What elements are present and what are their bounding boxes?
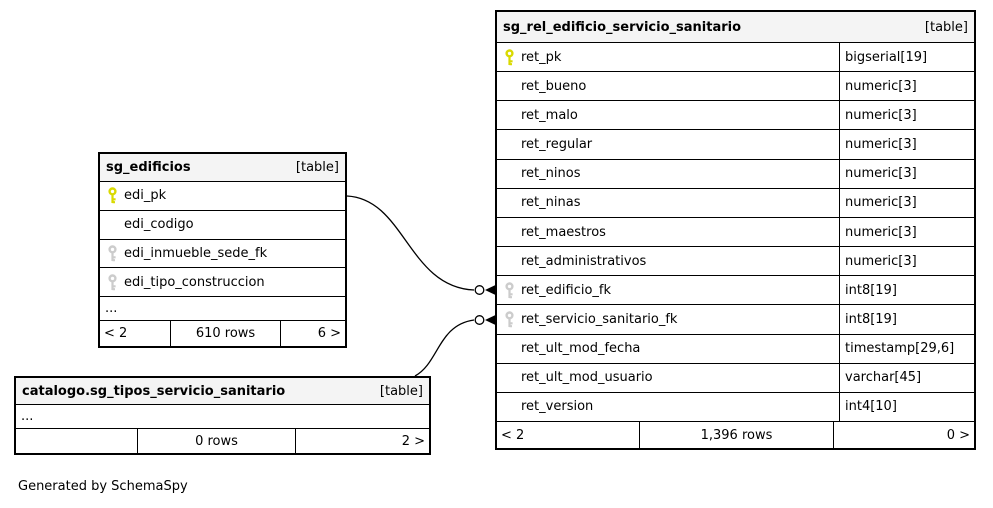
column-name: ret_edificio_fk bbox=[521, 282, 612, 298]
parent-count: < 2 bbox=[104, 326, 128, 341]
child-count: 2 > bbox=[295, 429, 429, 453]
column-row-ret_ninas: ret_ninas numeric[3] bbox=[497, 187, 974, 217]
column-type: numeric[3] bbox=[839, 72, 974, 101]
column-row-ret_version: ret_version int4[10] bbox=[497, 391, 974, 422]
column-row-ret_malo: ret_malo numeric[3] bbox=[497, 100, 974, 130]
zero-or-one-circle bbox=[474, 315, 485, 325]
table-header: sg_rel_edificio_servicio_sanitario [tabl… bbox=[497, 12, 974, 42]
column-row-ret_administrativos: ret_administrativos numeric[3] bbox=[497, 246, 974, 276]
column-type: numeric[3] bbox=[839, 159, 974, 188]
table-header: sg_edificios [table] bbox=[100, 154, 345, 181]
table-header: catalogo.sg_tipos_servicio_sanitario [ta… bbox=[16, 378, 429, 404]
column-name: ret_regular bbox=[521, 137, 593, 153]
column-type: timestamp[29,6] bbox=[839, 334, 974, 363]
column-row-ret_maestros: ret_maestros numeric[3] bbox=[497, 216, 974, 247]
table-footer: < 2 1,396 rows 0 > bbox=[497, 421, 974, 448]
arrowhead bbox=[485, 285, 495, 295]
column-name: ret_administrativos bbox=[521, 253, 647, 269]
column-name: ret_bueno bbox=[521, 78, 587, 94]
column-row-ret_bueno: ret_bueno numeric[3] bbox=[497, 71, 974, 101]
column-row-ret_pk: ret_pk bigserial[19] bbox=[497, 42, 974, 72]
table-sg-rel-edificio-servicio-sanitario[interactable]: sg_rel_edificio_servicio_sanitario [tabl… bbox=[495, 10, 976, 450]
zero-or-one-circle bbox=[474, 285, 485, 295]
table-title[interactable]: sg_edificios bbox=[106, 160, 191, 175]
column-name: ret_servicio_sanitario_fk bbox=[521, 311, 678, 327]
column-name: ret_ult_mod_usuario bbox=[521, 370, 653, 386]
column-name: ret_maestros bbox=[521, 224, 606, 240]
column-type: numeric[3] bbox=[839, 130, 974, 159]
table-type-badge: [table] bbox=[295, 160, 339, 175]
column-type: numeric[3] bbox=[839, 101, 974, 130]
column-name: edi_tipo_construccion bbox=[124, 274, 265, 290]
column-type: numeric[3] bbox=[839, 217, 974, 247]
table-type-badge: [table] bbox=[379, 383, 423, 399]
row-count: 0 rows bbox=[137, 429, 295, 453]
table-type-badge: [table] bbox=[924, 19, 968, 35]
column-row-ret_ult_mod_usuario: ret_ult_mod_usuario varchar[45] bbox=[497, 362, 974, 392]
foreign-key-icon bbox=[100, 245, 124, 262]
child-count: 6 > bbox=[280, 321, 345, 346]
column-row-edi_tipo_construccion: edi_tipo_construccion bbox=[100, 267, 345, 296]
table-columns: ... bbox=[16, 404, 429, 428]
column-name: edi_inmueble_sede_fk bbox=[124, 245, 268, 261]
table-footer: < 2 610 rows 6 > bbox=[100, 320, 345, 346]
column-type: numeric[3] bbox=[839, 188, 974, 217]
column-name: ret_pk bbox=[521, 49, 562, 65]
child-count: 0 > bbox=[833, 422, 974, 448]
relationship-tipos-servicio-to-ret-servicio-sanitario-fk bbox=[414, 315, 495, 377]
column-name: ... bbox=[21, 409, 34, 424]
column-row-ret_edificio_fk: ret_edificio_fk int8[19] bbox=[497, 275, 974, 305]
row-count: 1,396 rows bbox=[639, 422, 833, 448]
table-footer: 0 rows 2 > bbox=[16, 428, 429, 453]
column-name: edi_pk bbox=[124, 188, 167, 204]
row-count: 610 rows bbox=[170, 321, 280, 346]
column-name: ret_ninas bbox=[521, 195, 581, 211]
column-row-edi_pk: edi_pk bbox=[100, 181, 345, 210]
parent-count bbox=[16, 429, 137, 453]
foreign-key-icon bbox=[497, 282, 521, 299]
column-row-ellipsis: ... bbox=[100, 296, 345, 320]
column-name: edi_codigo bbox=[124, 217, 194, 233]
arrowhead bbox=[485, 315, 495, 325]
column-row-ret_regular: ret_regular numeric[3] bbox=[497, 129, 974, 159]
column-name: ret_ninos bbox=[521, 166, 581, 182]
column-name: ret_malo bbox=[521, 107, 578, 123]
table-columns: edi_pk edi_codigo edi_inmueble_sede_fk edi_… bbox=[100, 181, 345, 320]
foreign-key-icon bbox=[497, 311, 521, 328]
column-name: ... bbox=[105, 300, 118, 316]
primary-key-icon bbox=[100, 187, 124, 204]
column-name: ret_version bbox=[521, 399, 594, 415]
table-title[interactable]: sg_rel_edificio_servicio_sanitario bbox=[503, 19, 742, 35]
parent-count: < 2 bbox=[501, 427, 525, 443]
table-catalogo-sg-tipos-servicio-sanitario[interactable]: catalogo.sg_tipos_servicio_sanitario [ta… bbox=[14, 376, 431, 455]
column-row-ret_servicio_sanitario_fk: ret_servicio_sanitario_fk int8[19] bbox=[497, 304, 974, 334]
generated-by-text: Generated by SchemaSpy bbox=[18, 479, 188, 494]
primary-key-icon bbox=[497, 48, 521, 66]
table-title[interactable]: catalogo.sg_tipos_servicio_sanitario bbox=[22, 383, 286, 399]
column-name: ret_ult_mod_fecha bbox=[521, 341, 641, 357]
column-type: varchar[45] bbox=[839, 363, 974, 392]
column-type: int4[10] bbox=[839, 392, 974, 422]
foreign-key-icon bbox=[100, 273, 124, 291]
column-type: bigserial[19] bbox=[839, 43, 974, 72]
column-row-edi_codigo: edi_codigo bbox=[100, 209, 345, 239]
relationship-edi-pk-to-ret-edificio-fk bbox=[346, 195, 495, 295]
column-row-ret_ult_mod_fecha: ret_ult_mod_fecha timestamp[29,6] bbox=[497, 333, 974, 363]
column-row-ellipsis: ... bbox=[16, 404, 429, 428]
column-row-ret_ninos: ret_ninos numeric[3] bbox=[497, 158, 974, 188]
column-type: numeric[3] bbox=[839, 247, 974, 276]
column-type: int8[19] bbox=[839, 276, 974, 305]
column-type: int8[19] bbox=[839, 305, 974, 334]
column-row-edi_inmueble_sede_fk: edi_inmueble_sede_fk bbox=[100, 238, 345, 268]
